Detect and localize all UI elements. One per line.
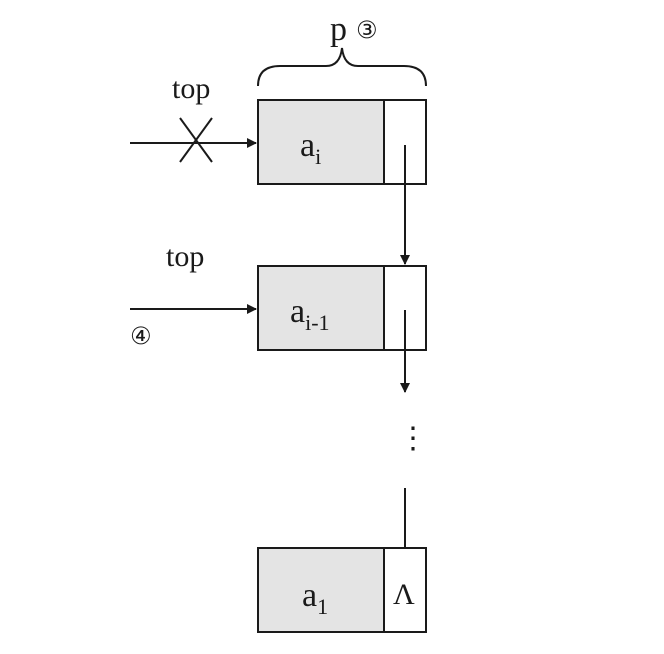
node-ai-minus-1: ai-1 xyxy=(257,265,427,351)
node-ai-data xyxy=(257,99,385,185)
ellipsis: ⋮ xyxy=(398,422,428,455)
node-ai-label: ai xyxy=(300,127,321,169)
node-a1-data xyxy=(257,547,385,633)
label-top-new: top xyxy=(166,240,204,273)
cross-mark-stroke-2 xyxy=(179,117,213,163)
brace-p xyxy=(257,47,427,87)
label-step3: ③ xyxy=(356,16,378,44)
null-symbol: Λ xyxy=(393,578,415,611)
node-ai-minus-1-label: ai-1 xyxy=(290,293,330,335)
node-a1: a1 Λ xyxy=(257,547,427,633)
node-a1-next xyxy=(383,547,427,633)
label-top-old: top xyxy=(172,72,210,105)
label-step4: ④ xyxy=(130,322,152,350)
node-a1-label: a1 xyxy=(302,577,328,619)
node-ai-minus-1-data xyxy=(257,265,385,351)
node-ai: ai xyxy=(257,99,427,185)
label-p: p xyxy=(330,11,347,48)
